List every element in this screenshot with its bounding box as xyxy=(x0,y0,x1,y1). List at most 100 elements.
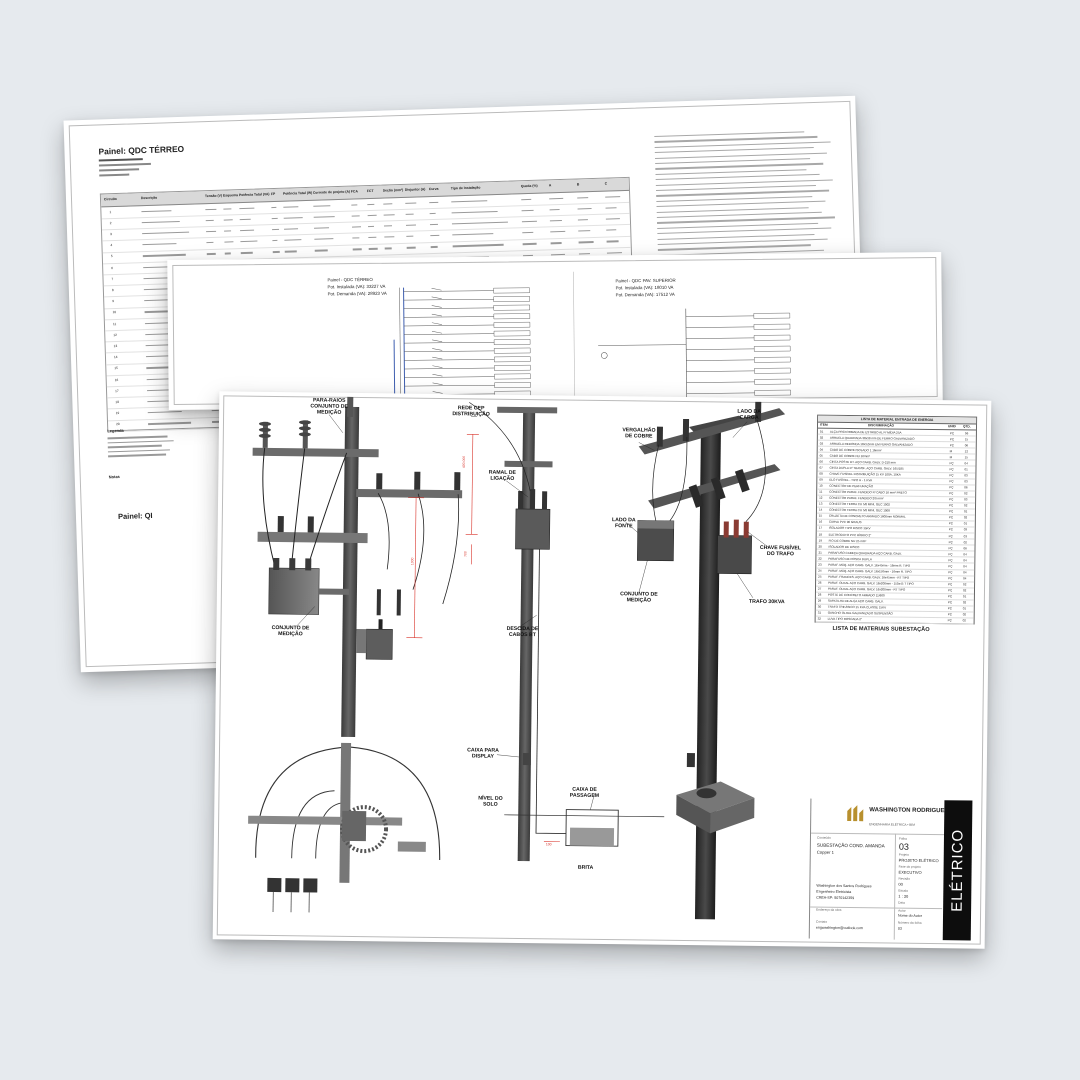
table-cell: 13 xyxy=(819,501,823,506)
table-cell: 31 xyxy=(817,610,822,615)
legend: Legenda Notas xyxy=(107,426,209,489)
table-cell: 01 xyxy=(962,594,967,599)
single-line-diagram xyxy=(393,271,791,403)
table-cell: LUVA TIPO ROSCADA 2" xyxy=(827,617,862,622)
col-header: FCT xyxy=(366,188,374,194)
table-cell: 02 xyxy=(964,491,968,496)
legend-title: Legenda xyxy=(107,427,124,434)
table-cell: 12 xyxy=(819,495,823,500)
engineer-title: Engenheiro Eletricista xyxy=(816,889,852,895)
brand-logo-icon xyxy=(847,805,864,822)
callout-vergalhao: VERGALHÃO DE COBRE xyxy=(622,427,656,440)
label-escala: Escala xyxy=(898,888,908,893)
table-cell: PÇ xyxy=(949,461,954,466)
table-cell: 24 xyxy=(818,568,822,573)
table-cell: PÇ xyxy=(949,436,955,441)
col-header: Curva xyxy=(428,186,439,192)
col-header: Queda (%) xyxy=(520,183,538,189)
table-cell: 22 xyxy=(818,556,822,561)
notes-title: Notas xyxy=(108,473,120,480)
table-cell: 12 xyxy=(964,449,969,454)
table-cell: 03 xyxy=(964,497,968,502)
col-header: FCA xyxy=(350,189,358,194)
table-cell: 01 xyxy=(963,521,968,526)
callout-nivel-solo: NÍVEL DO SOLO xyxy=(478,795,503,808)
table-cell: 03 xyxy=(819,441,824,446)
col-header: DISCRIMINAÇÃO xyxy=(867,422,895,428)
table-cell: 25 xyxy=(818,574,822,579)
table-cell: 20 xyxy=(818,544,822,549)
table-cell: 04 xyxy=(963,558,967,563)
discipline-strip: ELÉTRICO xyxy=(942,800,973,941)
table-cell: 02 xyxy=(962,600,967,605)
table-cell: 05 xyxy=(819,453,824,458)
row-number: 10 xyxy=(112,310,117,315)
callout-caixa-display: CAIXA PARA DISPLAY xyxy=(467,747,499,760)
table-cell: 19 xyxy=(818,538,822,543)
table-cell: 01 xyxy=(964,467,968,472)
table-cell: PÇ xyxy=(947,606,952,611)
row-number: 12 xyxy=(113,332,117,337)
material-table: LISTA DE MATERIAL ENTRADA DE ENERGIA ITE… xyxy=(814,414,978,625)
label-numero: Número da folha xyxy=(897,920,922,925)
row-number: 14 xyxy=(113,355,118,360)
table-cell: 26 xyxy=(818,580,822,585)
value-autor: Nome do Autor xyxy=(897,913,923,918)
table-cell: PÇ xyxy=(948,527,953,532)
col-header: ITEM xyxy=(819,422,828,427)
col-header: Esquema xyxy=(222,193,239,198)
table-cell: 02 xyxy=(819,435,824,440)
table-cell: PÇ xyxy=(948,576,953,581)
table-cell: 10 xyxy=(819,483,823,488)
value-escala: 1 : 30 xyxy=(898,893,909,899)
panel-title-2: Painel: QI xyxy=(117,510,153,522)
table-cell: 03 xyxy=(964,479,968,484)
table-cell: 04 xyxy=(963,552,967,557)
table-cell: PÇ xyxy=(948,509,954,514)
table-cell: PÇ xyxy=(948,564,953,569)
table-cell: PÇ xyxy=(949,503,954,508)
value-email: engwashington@outlook.com xyxy=(815,925,864,931)
panel-title-1: Painel: QDC TÉRREO xyxy=(98,143,185,157)
table-cell: PÇ xyxy=(948,570,953,575)
table-cell: 03 xyxy=(963,533,968,538)
label-folha: Folha xyxy=(898,836,907,841)
value-numero: 03 xyxy=(897,926,902,931)
table-cell: 07 xyxy=(819,465,823,470)
callout-rede: REDE CEP DISTRIBUIÇÃO xyxy=(452,405,490,418)
table-cell: 02 xyxy=(962,618,966,623)
table-cell: 04 xyxy=(819,447,824,452)
pole-side-middle xyxy=(465,402,665,862)
table-cell: 15 xyxy=(818,513,823,519)
table-cell: PÇ xyxy=(948,539,953,544)
sheet-front: PARA-RAIOS CONJUNTO DE MEDIÇÃO REDE CEP … xyxy=(212,391,992,949)
table-cell: 06 xyxy=(964,485,968,490)
table-cell: 30 xyxy=(817,604,822,609)
row-number: 13 xyxy=(113,343,118,349)
col-header: A xyxy=(548,183,552,188)
label-revisao: Revisão xyxy=(898,876,911,881)
table-cell: 06 xyxy=(819,459,823,464)
callout-brita: BRITA xyxy=(577,864,594,871)
label-data: Data xyxy=(898,900,905,905)
value-revisao: 00 xyxy=(898,881,903,887)
callout-conjunto-medicao-2: CONJUNTO DE MEDIÇÃO xyxy=(620,591,658,604)
value-projeto: PROJETO ELÉTRICO xyxy=(898,857,939,864)
table-cell: 15 xyxy=(964,455,968,460)
row-number: 16 xyxy=(114,377,119,382)
callout-descida: DESCIDA DE CABOS BT xyxy=(506,625,539,639)
table-cell: 02 xyxy=(964,503,968,508)
table-cell: 06 xyxy=(964,443,969,448)
row-number: 3 xyxy=(110,232,112,237)
company-name: WASHINGTON RODRIGUES xyxy=(869,807,949,815)
value-folha: 03 xyxy=(898,841,909,852)
row-number: 8 xyxy=(111,287,114,293)
callout-caixa-passagem: CAIXA DE PASSAGEM xyxy=(569,786,600,799)
table-cell: PÇ xyxy=(948,515,954,520)
dim-label: 700 xyxy=(463,551,468,557)
pole-plan-view xyxy=(248,742,441,913)
callout-para-raios: PARA-RAIOS CONJUNTO DE MEDIÇÃO xyxy=(310,397,349,416)
table-cell: M xyxy=(949,448,953,453)
table-cell: PÇ xyxy=(948,582,953,587)
table-cell: PÇ xyxy=(948,551,953,556)
